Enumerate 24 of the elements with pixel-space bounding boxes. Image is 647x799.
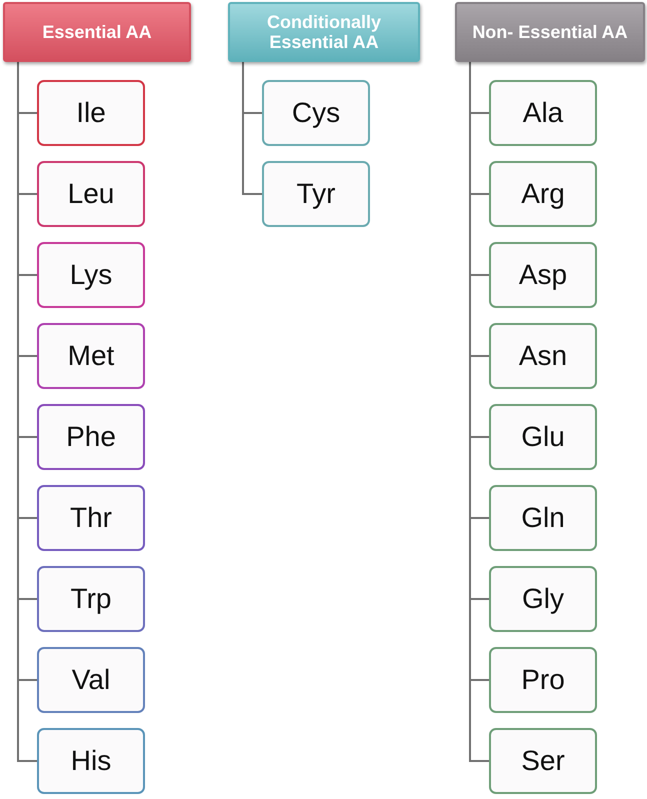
amino-acid-box: Lys xyxy=(37,242,145,308)
amino-acid-box: Met xyxy=(37,323,145,389)
amino-acid-box: Glu xyxy=(489,404,597,470)
amino-acid-box: Arg xyxy=(489,161,597,227)
amino-acid-box: Phe xyxy=(37,404,145,470)
amino-acid-box: Leu xyxy=(37,161,145,227)
amino-acid-box: Cys xyxy=(262,80,370,146)
category-header-box: Essential AA xyxy=(3,2,191,62)
connector-line xyxy=(242,62,262,195)
amino-acid-box: His xyxy=(37,728,145,794)
amino-acid-box: Gln xyxy=(489,485,597,551)
amino-acid-box: Thr xyxy=(37,485,145,551)
amino-acid-box: Ala xyxy=(489,80,597,146)
amino-acid-box: Ser xyxy=(489,728,597,794)
amino-acid-box: Asp xyxy=(489,242,597,308)
category-header-box: Conditionally Essential AA xyxy=(228,2,420,62)
amino-acid-box: Ile xyxy=(37,80,145,146)
amino-acid-box: Trp xyxy=(37,566,145,632)
amino-acid-box: Asn xyxy=(489,323,597,389)
amino-acid-box: Val xyxy=(37,647,145,713)
amino-acid-box: Gly xyxy=(489,566,597,632)
amino-acid-box: Tyr xyxy=(262,161,370,227)
amino-acid-box: Pro xyxy=(489,647,597,713)
category-header-box: Non- Essential AA xyxy=(455,2,645,62)
